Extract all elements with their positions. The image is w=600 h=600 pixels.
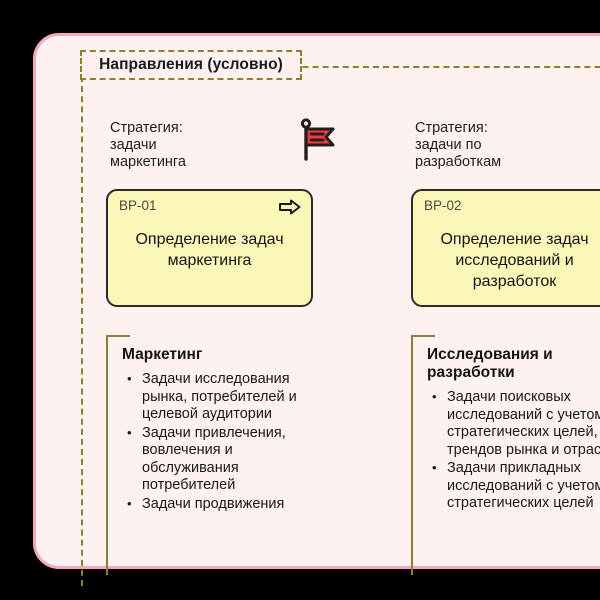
process-card-bp01[interactable]: BP-01 Определение задач маркетинга bbox=[106, 189, 313, 307]
note-block-rnd: Исследования и разработки Задачи поисков… bbox=[411, 334, 600, 575]
note-list: Задачи поисковых исследований с учетом с… bbox=[427, 388, 600, 513]
list-item: Задачи прикладных исследований с учетом … bbox=[427, 459, 600, 513]
directions-group-label-text: Направления (условно) bbox=[99, 56, 283, 73]
note-block-marketing: Маркетинг Задачи исследования рынка, пот… bbox=[106, 334, 390, 575]
strategy-row: Стратегия: задачи маркетинга bbox=[106, 118, 411, 180]
list-item: Задачи поисковых исследований с учетом с… bbox=[427, 388, 600, 459]
process-card-bp02[interactable]: BP-02 Определение задач исследований и р… bbox=[411, 189, 600, 307]
list-item: Задачи исследования рынка, потребителей … bbox=[122, 370, 316, 424]
direction-column-marketing: Стратегия: задачи маркетинга BP-01 bbox=[106, 118, 411, 575]
process-card-title: Определение задач исследований и разрабо… bbox=[440, 231, 589, 290]
note-title: Маркетинг bbox=[122, 346, 203, 363]
process-card-id: BP-01 bbox=[119, 198, 157, 213]
direction-column-rnd: Стратегия: задачи по разработкам BP-02 О… bbox=[411, 118, 600, 575]
note-title: Исследования и разработки bbox=[427, 346, 553, 381]
process-card-id: BP-02 bbox=[424, 198, 462, 213]
process-card-title: Определение задач маркетинга bbox=[135, 231, 284, 269]
list-item: Задачи продвижения bbox=[122, 495, 316, 514]
note-list: Задачи исследования рынка, потребителей … bbox=[122, 370, 316, 514]
arrow-right-icon bbox=[278, 198, 302, 216]
strategy-row: Стратегия: задачи по разработкам bbox=[411, 118, 600, 180]
list-item: Задачи привлечения, вовлечения и обслужи… bbox=[122, 424, 316, 495]
directions-group-boundary bbox=[81, 66, 600, 586]
strategy-label: Стратегия: задачи маркетинга bbox=[110, 120, 186, 170]
diagram-frame: Направления (условно) Стратегия: задачи … bbox=[33, 33, 600, 586]
strategy-label: Стратегия: задачи по разработкам bbox=[415, 120, 502, 170]
directions-group-label: Направления (условно) bbox=[80, 50, 302, 80]
red-flag-icon bbox=[293, 115, 345, 167]
